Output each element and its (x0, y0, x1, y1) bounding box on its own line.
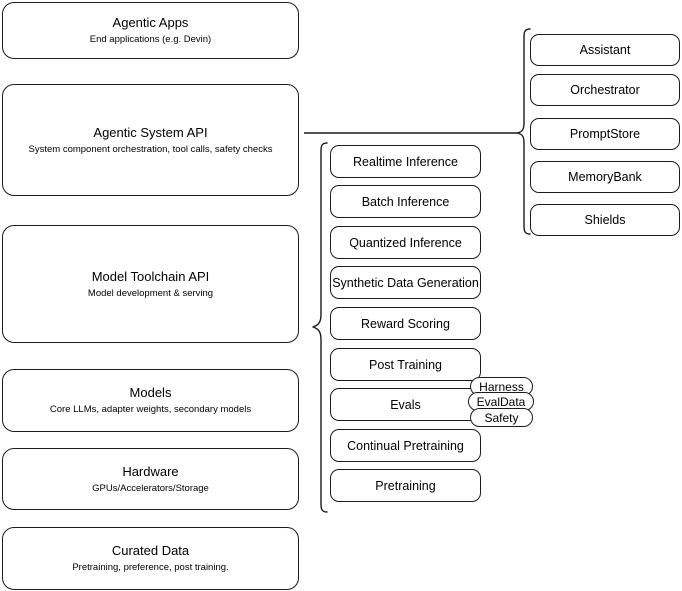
stage-label: Reward Scoring (361, 316, 450, 331)
component-box-promptstore[interactable]: PromptStore (530, 118, 680, 150)
component-label: PromptStore (569, 127, 641, 141)
layer-box-models[interactable]: Models Core LLMs, adapter weights, secon… (2, 369, 299, 432)
pill-label: EvalData (476, 394, 526, 409)
stage-box-post-training[interactable]: Post Training (330, 348, 481, 381)
layer-box-agentic-system-api[interactable]: Agentic System API System component orch… (2, 84, 299, 196)
stage-label: Quantized Inference (349, 235, 462, 250)
layer-subtitle: End applications (e.g. Devin) (89, 34, 212, 45)
component-box-assistant[interactable]: Assistant (530, 34, 680, 66)
layer-title: Models (129, 385, 172, 400)
layer-title: Hardware (122, 463, 179, 479)
layer-title: Agentic Apps (112, 15, 189, 30)
component-box-shields[interactable]: Shields (530, 204, 680, 236)
layer-subtitle: System component orchestration, tool cal… (28, 143, 273, 155)
eval-pill-evaldata[interactable]: EvalData (468, 392, 534, 411)
pill-label: Safety (484, 410, 519, 425)
layer-box-model-toolchain-api[interactable]: Model Toolchain API Model development & … (2, 225, 299, 343)
layer-title: Curated Data (111, 543, 190, 558)
layer-box-hardware[interactable]: Hardware GPUs/Accelerators/Storage (2, 448, 299, 510)
stage-label: Batch Inference (361, 194, 450, 209)
component-label: Shields (584, 213, 626, 227)
layer-title: Model Toolchain API (91, 268, 210, 284)
stage-box-batch-inference[interactable]: Batch Inference (330, 185, 481, 218)
component-label: MemoryBank (568, 170, 642, 184)
stage-label: Evals (390, 397, 421, 412)
layer-box-curated-data[interactable]: Curated Data Pretraining, preference, po… (2, 527, 299, 590)
pill-label: Harness (479, 379, 524, 394)
layer-subtitle: GPUs/Accelerators/Storage (92, 482, 209, 494)
layer-box-agentic-apps[interactable]: Agentic Apps End applications (e.g. Devi… (2, 2, 299, 59)
layer-title: Agentic System API (93, 124, 208, 140)
stage-label: Post Training (369, 357, 442, 372)
stage-label: Realtime Inference (353, 154, 458, 169)
layer-subtitle: Pretraining, preference, post training. (72, 562, 229, 573)
stage-label: Synthetic Data Generation (332, 275, 479, 290)
stage-box-realtime-inference[interactable]: Realtime Inference (330, 145, 481, 178)
eval-pill-safety[interactable]: Safety (470, 408, 533, 427)
stage-label: Continual Pretraining (347, 438, 464, 453)
layer-subtitle: Core LLMs, adapter weights, secondary mo… (49, 404, 252, 415)
stage-box-synthetic-data-generation[interactable]: Synthetic Data Generation (330, 266, 481, 299)
stage-box-evals[interactable]: Evals (330, 388, 481, 421)
layer-subtitle: Model development & serving (87, 287, 214, 299)
component-label: Orchestrator (570, 83, 640, 97)
stage-box-pretraining[interactable]: Pretraining (330, 469, 481, 502)
stage-box-quantized-inference[interactable]: Quantized Inference (330, 226, 481, 259)
stage-label: Pretraining (375, 478, 436, 493)
component-box-orchestrator[interactable]: Orchestrator (530, 74, 680, 106)
stage-box-reward-scoring[interactable]: Reward Scoring (330, 307, 481, 340)
component-label: Assistant (579, 43, 631, 57)
stage-box-continual-pretraining[interactable]: Continual Pretraining (330, 429, 481, 462)
component-box-memorybank[interactable]: MemoryBank (530, 161, 680, 193)
